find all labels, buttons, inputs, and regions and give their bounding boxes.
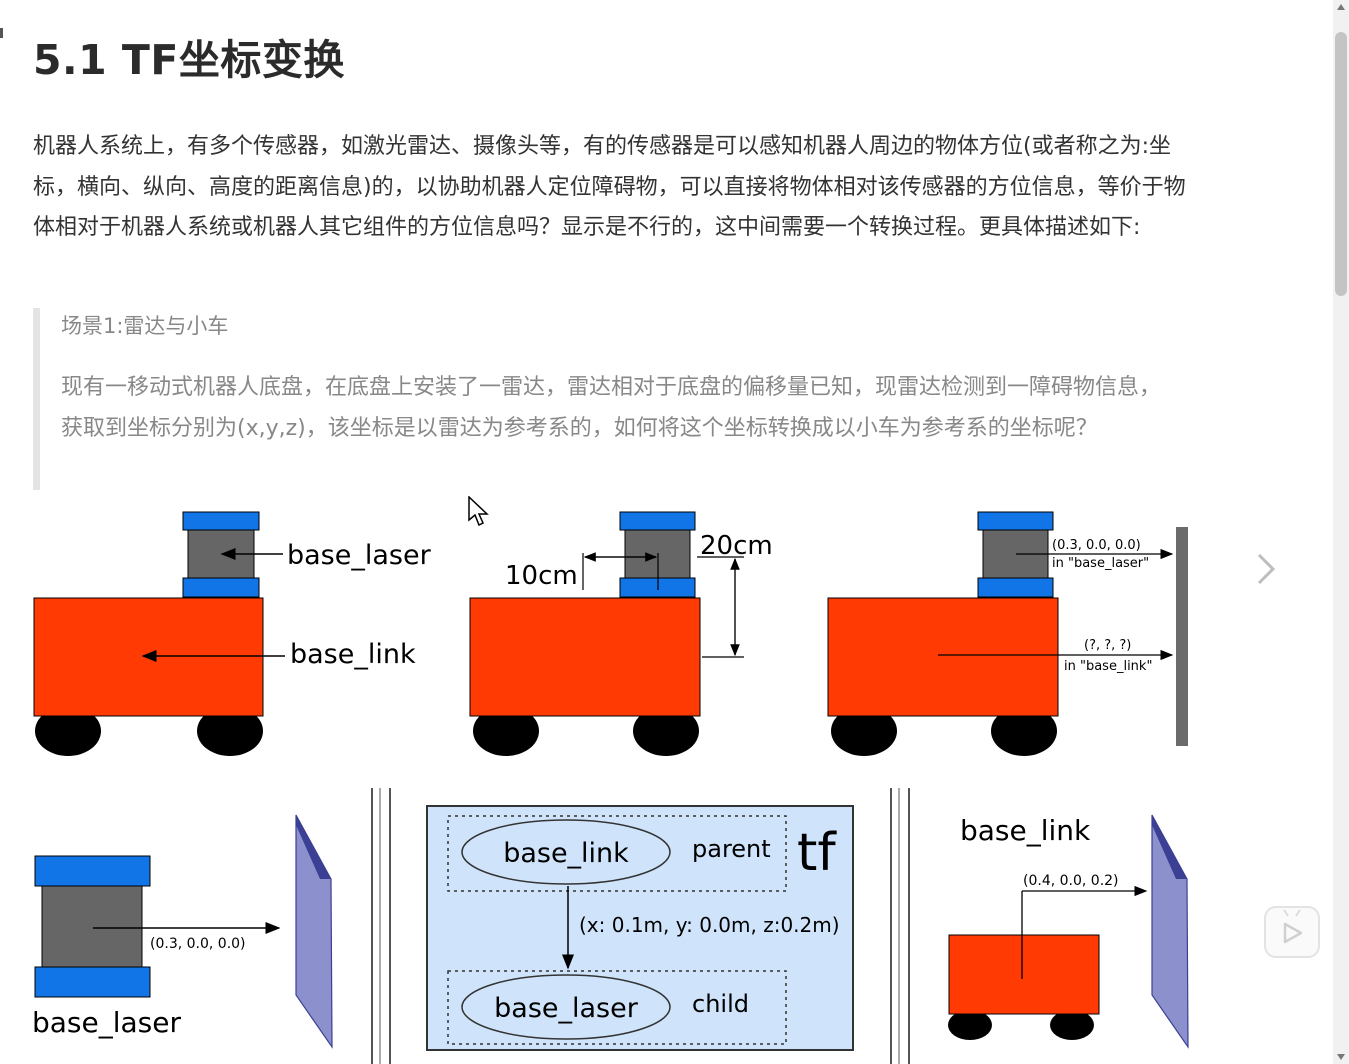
tf-tree-box: base_link parent tf (x: 0.1m, y: 0.0m, z… bbox=[426, 805, 854, 1051]
video-play-button[interactable] bbox=[1264, 906, 1320, 958]
laser-frame-label: in "base_laser" bbox=[1052, 556, 1149, 571]
vertical-scrollbar[interactable] bbox=[1333, 0, 1349, 1064]
video-play-icon bbox=[1283, 909, 1303, 944]
scroll-down-arrow[interactable] bbox=[1333, 1050, 1349, 1064]
tf-parent-role: parent bbox=[692, 835, 771, 863]
intro-paragraph: 机器人系统上，有多个传感器，如激光雷达、摄像头等，有的传感器是可以感知机器人周边… bbox=[33, 134, 1186, 240]
wheel-right bbox=[197, 706, 263, 756]
separator-right bbox=[890, 788, 910, 1064]
robot-panel-1: base_laser base_link bbox=[33, 511, 432, 756]
base-laser-label-2: base_laser bbox=[32, 1006, 181, 1039]
obstacle-wall bbox=[1176, 527, 1188, 746]
base-laser-label: base_laser bbox=[287, 540, 432, 571]
wheel-left bbox=[35, 706, 101, 756]
tf-transform-label: (x: 0.1m, y: 0.0m, z:0.2m) bbox=[579, 913, 840, 937]
laser-coord-label-2: (0.3, 0.0, 0.0) bbox=[150, 936, 246, 952]
link-coord-label: (?, ?, ?) bbox=[1084, 638, 1131, 653]
offset-20cm-label: 20cm bbox=[700, 531, 773, 561]
laser-panel: (0.3, 0.0, 0.0) base_laser bbox=[32, 814, 333, 1049]
scroll-up-arrow[interactable] bbox=[1333, 0, 1349, 14]
left-edge-mark bbox=[0, 28, 3, 38]
tf-figure: base_laser base_link 10cm 20cm (0.3, 0. bbox=[32, 511, 1189, 1064]
robot-panel-2: 10cm 20cm bbox=[469, 511, 773, 756]
robot-panel-3: (0.3, 0.0, 0.0) in "base_laser" (?, ?, ?… bbox=[827, 511, 1188, 756]
base-link-panel: base_link (0.4, 0.0, 0.2) bbox=[948, 814, 1189, 1049]
laser-coord-label: (0.3, 0.0, 0.0) bbox=[1052, 538, 1141, 553]
blockquote-bar bbox=[33, 308, 40, 490]
laser-top bbox=[182, 511, 260, 531]
tf-child-role: child bbox=[692, 990, 749, 1018]
separator-left bbox=[371, 788, 391, 1064]
tf-logo: tf bbox=[797, 823, 837, 883]
next-slide-button[interactable] bbox=[1246, 546, 1286, 592]
link-frame-label: in "base_link" bbox=[1064, 659, 1152, 674]
robot-chassis bbox=[33, 597, 264, 717]
offset-10cm-label: 10cm bbox=[505, 561, 578, 591]
scrollbar-thumb[interactable] bbox=[1335, 32, 1347, 296]
laser-bottom bbox=[182, 577, 260, 598]
tf-child-frame: base_laser bbox=[494, 993, 639, 1024]
mouse-pointer-icon bbox=[468, 496, 489, 527]
link-coord-label-2: (0.4, 0.0, 0.2) bbox=[1023, 873, 1119, 889]
tf-parent-frame: base_link bbox=[503, 838, 629, 869]
scene-title: 场景1:雷达与小车 bbox=[61, 314, 229, 338]
base-link-label: base_link bbox=[290, 639, 416, 670]
base-link-label-2: base_link bbox=[960, 814, 1091, 847]
chevron-right-icon bbox=[1257, 553, 1276, 585]
page-title: 5.1 TF坐标变换 bbox=[33, 36, 345, 84]
scene-description: 现有一移动式机器人底盘，在底盘上安装了一雷达，雷达相对于底盘的偏移量已知，现雷达… bbox=[61, 375, 1162, 441]
